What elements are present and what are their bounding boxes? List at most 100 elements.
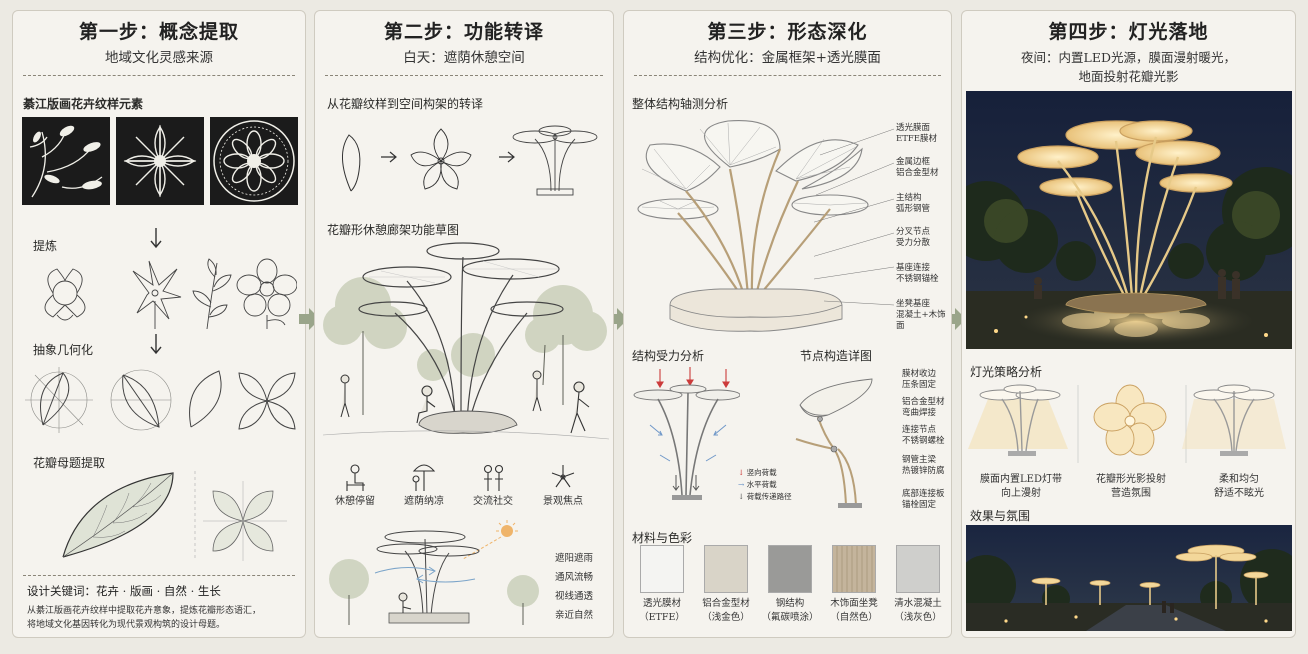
panel-lighting: 第四步：灯光落地 夜间：内置LED光源，膜面漫射暖光， 地面投射花瓣光影 <box>961 10 1296 638</box>
seated-person-icon <box>416 385 436 424</box>
axon-label: 金属边框铝合金型材 <box>896 157 939 178</box>
lily-sketch <box>132 260 182 329</box>
material-swatch: 钢结构（氟碳喷涂） <box>758 545 822 625</box>
node-label: 膜材收边压条固定 <box>902 369 937 390</box>
axonometric-structure-drawing <box>630 109 880 341</box>
woodcut-print-1 <box>22 117 110 205</box>
axon-leader-lines <box>814 115 904 315</box>
canopy-structure-sketch <box>512 125 598 196</box>
axon-label: 分叉节点受力分散 <box>896 227 931 248</box>
description-line-1: 从綦江版画花卉纹样中提取花卉意象，提炼花瓣形态语汇， <box>27 606 262 616</box>
material-swatch: 木饰面坐凳（自然色） <box>822 545 886 625</box>
legend-item-horizontal: → 水平荷载 <box>738 480 777 489</box>
section-title-node: 节点构造详图 <box>800 349 873 363</box>
social-people-icon <box>483 464 504 491</box>
refined-flower-drawings <box>27 257 297 331</box>
panel-title: 第三步：形态深化 <box>707 21 868 43</box>
pavilion-function-sketch <box>323 235 609 455</box>
soft-light-diagram <box>1182 384 1286 456</box>
node-label: 底部连接板锚栓固定 <box>902 489 945 510</box>
function-label: 景观焦点 <box>543 496 583 507</box>
function-label: 遮荫纳凉 <box>404 496 444 507</box>
camellia-sketch <box>236 258 297 329</box>
night-rendering <box>966 91 1292 349</box>
panel-title: 第一步：概念提取 <box>78 21 239 43</box>
down-arrow-icon <box>149 227 163 249</box>
axon-label: 基座连接不锈钢锚栓 <box>896 263 939 284</box>
force-legend: ↓ 竖向荷载 → 水平荷载 ↓ 荷载传递路径 <box>738 467 792 503</box>
material-swatch: 清水混凝土（浅灰色） <box>886 545 950 625</box>
benefit-item: 通风流畅 <box>555 572 594 583</box>
node-label: 铝合金型材弯曲焊接 <box>902 397 945 418</box>
swatch-color <box>640 545 684 593</box>
panel-subtitle: 地域文化灵感来源 <box>105 50 213 66</box>
node-label: 钢管主梁热镀锌防腐 <box>902 455 945 476</box>
lighting-strategy-diagrams <box>968 379 1292 469</box>
sitting-person-icon <box>398 592 412 613</box>
standing-visitor-icon <box>1218 269 1240 299</box>
light-caption: 花瓣形光影投射营造氛围 <box>1096 474 1166 499</box>
petal-light-pattern-diagram <box>1093 384 1167 456</box>
peony-sketch <box>44 268 86 321</box>
benefit-list: 遮阳遮雨 通风流畅 视线通透 亲近自然 <box>555 549 593 625</box>
section-title-motif: 花瓣母题提取 <box>33 456 106 470</box>
divider <box>23 575 295 576</box>
panel-concept-extraction: 第一步：概念提取 地域文化灵感来源 綦江版画花卉纹样元素 <box>12 10 306 638</box>
divider <box>325 75 603 76</box>
section-title-material: 材料与色彩 <box>632 531 693 545</box>
divider <box>23 75 295 76</box>
design-keywords: 设计关键词：花卉 · 版画 · 自然 · 生长 <box>27 584 221 598</box>
light-caption: 膜面内置LED灯带向上漫射 <box>980 474 1062 499</box>
section-title-effect: 效果与氛围 <box>970 509 1031 523</box>
material-swatch: 铝合金型材（浅金色） <box>694 545 758 625</box>
shade-umbrella-icon <box>412 464 436 491</box>
legend-item-path: ↓ 荷载传递路径 <box>738 492 792 501</box>
step-arrow-icon <box>297 306 321 332</box>
five-petal-flower-sketch <box>410 128 472 190</box>
node-detail-drawing <box>794 365 884 515</box>
swatch-color <box>768 545 812 593</box>
section-title-abstract: 抽象几何化 <box>33 343 94 357</box>
leaf-branch-sketch <box>192 258 232 330</box>
panel-subtitle: 结构优化：金属框架+透光膜面 <box>694 50 881 66</box>
down-arrow-icon <box>149 333 163 355</box>
subtitle-line-1: 夜间：内置LED光源，膜面漫射暖光， <box>1021 50 1236 65</box>
swatch-color <box>832 545 876 593</box>
atmosphere-rendering <box>966 525 1292 631</box>
standing-person-icon <box>340 370 542 418</box>
walking-person-icon <box>570 381 590 434</box>
panel-title: 第四步：灯光落地 <box>1048 21 1209 43</box>
material-swatch: 透光膜材（ETFE） <box>630 545 694 625</box>
section-title-prints: 綦江版画花卉纹样元素 <box>23 97 144 111</box>
function-label: 交流社交 <box>473 496 513 507</box>
seated-visitor-icon <box>1034 277 1042 299</box>
flower-focus-icon <box>551 465 575 488</box>
panel-subtitle: 白天：遮荫休憩空间 <box>403 50 525 66</box>
benefit-item: 遮阳遮雨 <box>555 553 594 564</box>
node-label: 连接节点不锈钢螺栓 <box>902 425 945 446</box>
axon-label: 主结构弧形钢管 <box>896 193 931 214</box>
section-title-force: 结构受力分析 <box>632 349 705 363</box>
function-icon-row <box>327 463 607 493</box>
section-title-transform: 从花瓣纹样到空间构架的转译 <box>327 97 484 111</box>
step-arrow-icon <box>605 306 629 332</box>
section-title-axon: 整体结构轴测分析 <box>632 97 729 111</box>
rest-icon <box>346 464 365 491</box>
woodcut-print-2 <box>116 117 204 205</box>
description-line-2: 将地域文化基因转化为现代景观构筑的设计母题。 <box>27 620 226 630</box>
concept-description: 从綦江版画花卉纹样中提取花卉意象，提炼花瓣形态语汇， 将地域文化基因转化为现代景… <box>27 604 261 632</box>
woodcut-print-3 <box>210 117 298 205</box>
petal-to-structure-sequence <box>329 115 605 199</box>
panel-function-translation: 第二步：功能转译 白天：遮荫休憩空间 从花瓣纹样到空间构架的转译 <box>314 10 614 638</box>
step-arrow-icon <box>943 306 967 332</box>
benefit-item: 亲近自然 <box>555 610 594 621</box>
section-title-refine: 提炼 <box>33 239 58 253</box>
woodcut-print-row <box>22 117 298 207</box>
section-title-sketch: 花瓣形休憩廊架功能草图 <box>327 223 460 237</box>
swatch-color <box>704 545 748 593</box>
light-caption: 柔和均匀舒适不眩光 <box>1214 474 1264 499</box>
function-label: 休憩停留 <box>335 496 375 507</box>
geometric-abstraction-drawings <box>23 365 303 435</box>
sun-wind-section-diagram <box>325 519 545 633</box>
